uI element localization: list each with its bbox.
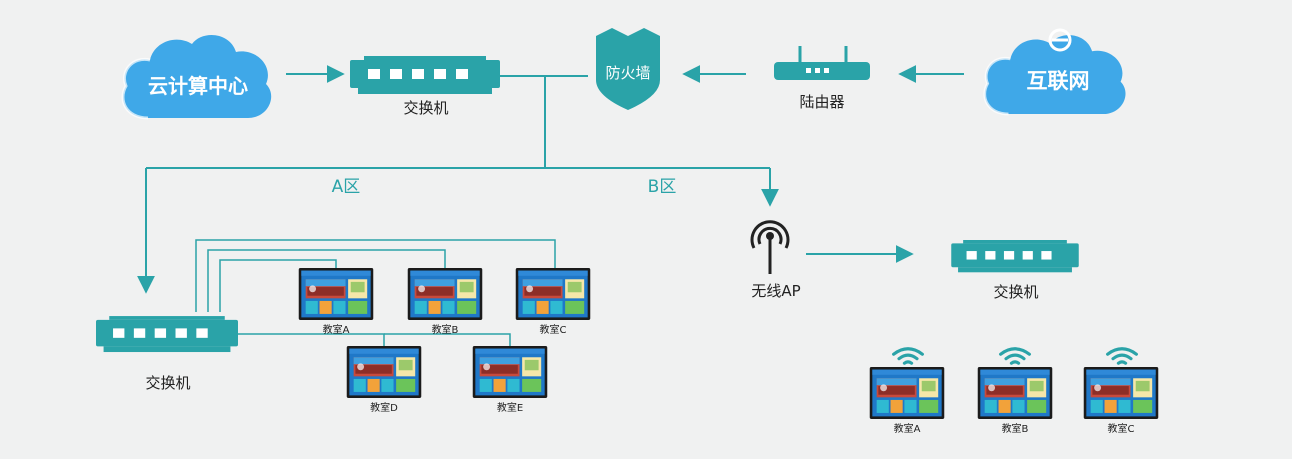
cable-to-classroom-c [195,239,556,312]
display-screen-icon [515,268,591,320]
wireless-classroom-a: 教室A [869,347,945,435]
classroom-label: 教室C [1108,422,1135,435]
display-screen-icon [472,346,548,398]
wifi-icon [998,347,1032,365]
cable-to-classroom-e [384,333,511,346]
display-screen-icon [869,367,945,419]
classroom-label: 教室A [894,422,921,435]
wifi-icon [891,347,925,365]
switch-b-label: 交换机 [993,283,1038,301]
classroom-a-screen: 教室A [298,268,374,336]
zone-b-label: B区 [648,177,677,197]
classroom-c-screen: 教室C [515,268,591,336]
display-screen-icon [407,268,483,320]
display-screen-icon [1083,367,1159,419]
cable-to-classroom-d [238,333,385,346]
internet-label: 互联网 [1027,69,1090,93]
switch-a-label: 交换机 [145,374,190,392]
cloud-computing-center-node: 云计算中心 [121,33,273,120]
classroom-b-screen: 教室B [407,268,483,336]
internet-node: 互联网 [983,28,1128,116]
display-screen-icon [346,346,422,398]
shield-icon [596,28,660,110]
cloud-computing-center-label: 云计算中心 [148,74,248,98]
wifi-icon [1105,347,1139,365]
wireless-classroom-b: 教室B [977,347,1053,435]
switch-top-label: 交换机 [403,99,448,117]
firewall-node: 防火墙 [596,28,660,110]
classroom-label: 教室D [370,401,398,414]
classroom-label: 教室B [432,323,459,336]
classroom-e-screen: 教室E [472,346,548,414]
display-screen-icon [298,268,374,320]
display-screen-icon [977,367,1053,419]
cable-to-classroom-a [219,259,337,312]
router-label: 陆由器 [799,93,844,111]
router-node: 陆由器 [774,46,870,111]
network-switch-icon [951,240,1079,273]
firewall-label: 防火墙 [605,64,650,82]
zone-a-label: A区 [332,177,361,197]
classroom-label: 教室A [323,323,350,336]
classroom-d-screen: 教室D [346,346,422,414]
switch-a-node: 交换机 [96,316,238,392]
cable-to-classroom-b [207,249,446,312]
switch-top-node: 交换机 [350,56,500,117]
wireless-classroom-c: 教室C [1083,347,1159,435]
antenna-icon [750,220,790,274]
wireless-ap-label: 无线AP [751,282,800,300]
wireless-ap-node: 无线AP [750,220,801,300]
router-icon [774,46,870,80]
switch-b-node: 交换机 [951,240,1079,301]
network-switch-icon [350,56,500,94]
classroom-label: 教室B [1002,422,1029,435]
classroom-label: 教室E [497,401,523,414]
browser-e-icon [1048,28,1072,52]
classroom-label: 教室C [540,323,567,336]
network-switch-icon [96,316,238,353]
